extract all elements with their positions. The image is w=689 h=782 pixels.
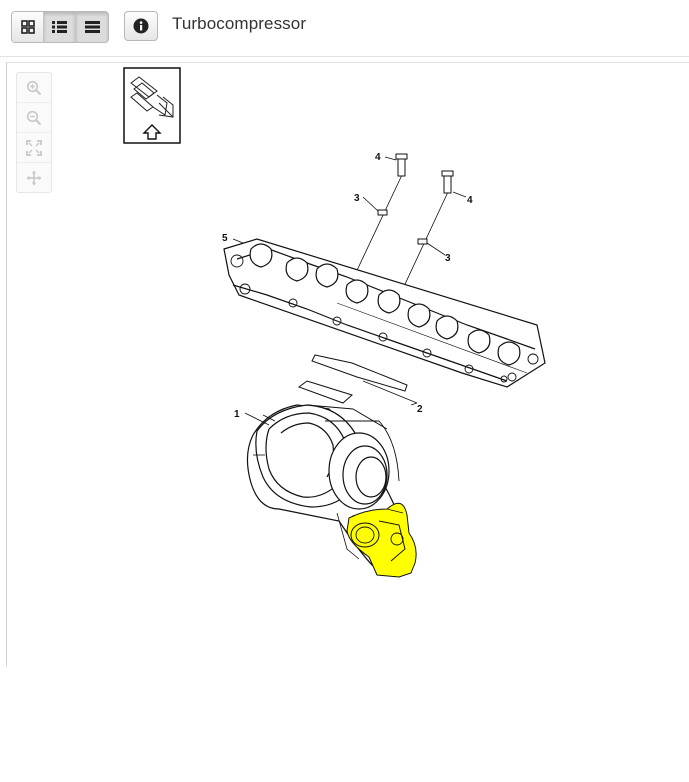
callout-5: 5	[222, 233, 228, 244]
list-view-button[interactable]	[44, 12, 76, 42]
callout-2: 2	[417, 404, 423, 415]
list-icon	[52, 21, 67, 33]
exhaust-manifold	[223, 238, 546, 388]
callout-1: 1	[234, 409, 240, 420]
fit-screen-button[interactable]	[17, 133, 51, 163]
turbocharger-diagram: 1 2 3 3 4 4 5	[123, 67, 546, 578]
zoom-in-button[interactable]	[17, 73, 51, 103]
gasket	[297, 354, 418, 404]
illustration-viewer[interactable]: 1 2 3 3 4 4 5	[6, 62, 689, 666]
fit-screen-icon	[26, 139, 42, 156]
toolbar: Turbocompressor	[0, 0, 689, 57]
callout-3-right: 3	[445, 253, 451, 264]
info-icon	[133, 18, 149, 34]
grid-view-button[interactable]	[12, 12, 44, 42]
zoom-out-icon	[26, 110, 42, 125]
info-button[interactable]	[124, 11, 158, 41]
callout-4-right: 4	[467, 195, 473, 206]
orientation-indicator-icon	[123, 67, 181, 144]
pan-button[interactable]	[17, 163, 51, 192]
pan-icon	[26, 170, 42, 185]
zoom-controls	[16, 72, 52, 193]
page-title: Turbocompressor	[172, 14, 307, 33]
zoom-out-button[interactable]	[17, 103, 51, 133]
view-mode-group	[11, 11, 109, 43]
hamburger-icon	[84, 21, 100, 33]
callout-4-left: 4	[375, 152, 381, 163]
detail-view-button[interactable]	[76, 12, 108, 42]
callout-leaders	[232, 156, 467, 426]
callout-3-left: 3	[354, 193, 360, 204]
zoom-in-icon	[26, 80, 42, 95]
grid-icon	[20, 20, 35, 34]
highlighted-component	[346, 502, 417, 578]
